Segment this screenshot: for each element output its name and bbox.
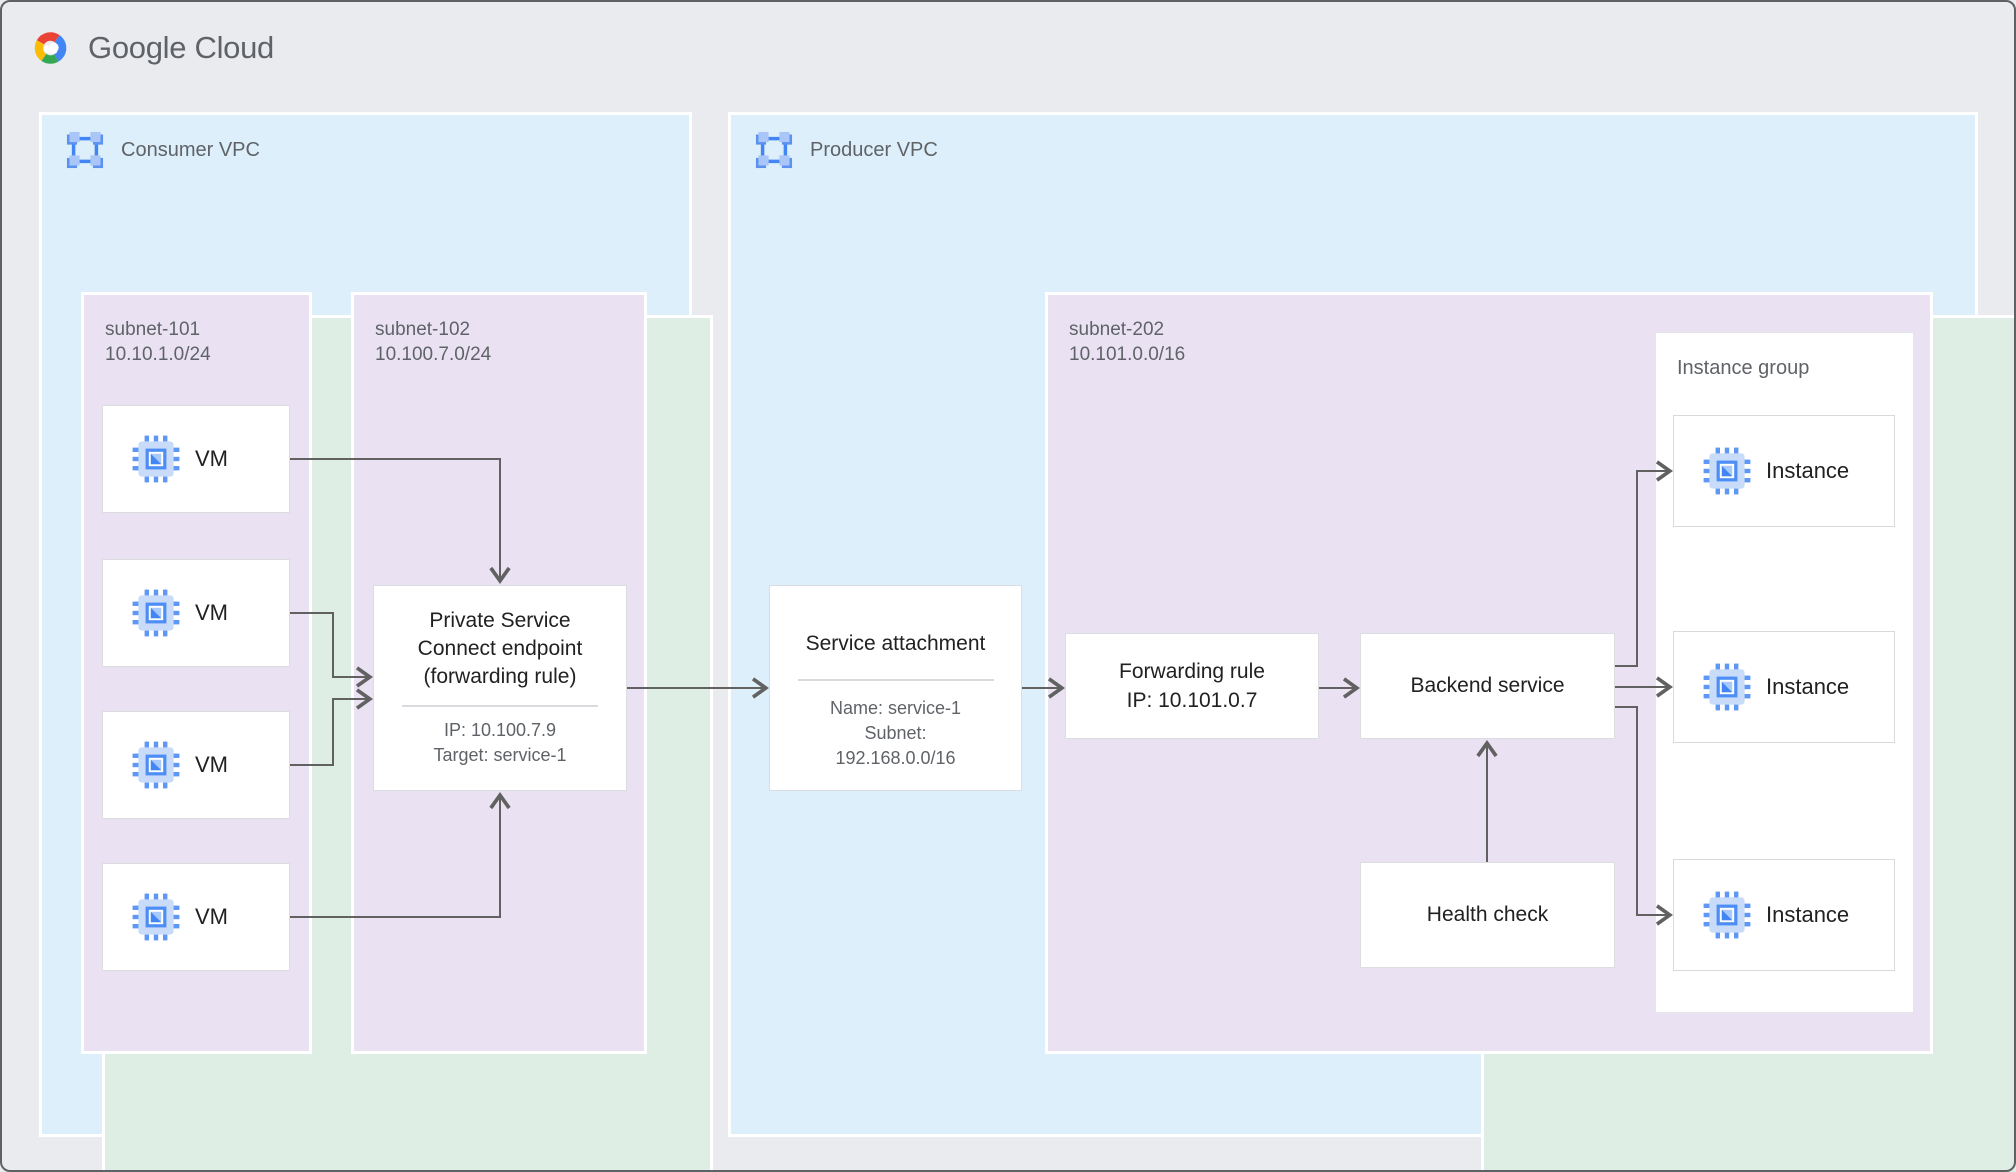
subnet-202-cidr: 10.101.0.0/16 [1069, 344, 1186, 365]
vm-label: VM [195, 752, 228, 777]
psc-endpoint-ip: IP: 10.100.7.9 [443, 720, 557, 740]
vm-label: VM [195, 446, 228, 471]
compute-engine-icon [1703, 663, 1751, 711]
vm-node-1: VM [102, 405, 290, 513]
instance-group-label: Instance group [1677, 357, 1810, 379]
forwarding-rule-title: Forwarding rule [1119, 660, 1265, 683]
subnet-101-name: subnet-101 [105, 319, 201, 340]
service-attachment-subnet-cidr: 192.168.0.0/16 [835, 748, 956, 768]
psc-endpoint-node: Private Service Connect endpoint (forwar… [373, 585, 627, 791]
instance-label: Instance [1766, 458, 1850, 483]
logo-text: Google Cloud [88, 30, 274, 65]
subnet-102-name: subnet-102 [375, 319, 471, 340]
google-cloud-logo: Google Cloud [27, 26, 274, 70]
instance-node-3: Instance [1673, 859, 1895, 971]
vpc-network-icon [755, 131, 793, 169]
backend-service-node: Backend service [1360, 633, 1615, 739]
compute-engine-icon [132, 435, 180, 483]
instance-label: Instance [1766, 674, 1850, 699]
compute-engine-icon [1703, 891, 1751, 939]
subnet-102-cidr: 10.100.7.0/24 [375, 344, 492, 365]
divider [402, 705, 598, 707]
compute-engine-icon [132, 589, 180, 637]
compute-engine-icon [1703, 447, 1751, 495]
psc-title-line: Connect endpoint [417, 637, 583, 660]
divider [797, 679, 994, 681]
consumer-vpc-header: Consumer VPC [66, 131, 260, 169]
vm-label: VM [195, 904, 228, 929]
producer-vpc-header: Producer VPC [755, 131, 938, 169]
vpc-network-icon [66, 131, 104, 169]
health-check-title: Health check [1426, 903, 1549, 926]
consumer-vpc-label: Consumer VPC [121, 138, 260, 161]
health-check-node: Health check [1360, 862, 1615, 968]
compute-engine-icon [132, 893, 180, 941]
psc-title-line: (forwarding rule) [423, 665, 577, 688]
service-attachment-title: Service attachment [805, 632, 986, 655]
psc-title-line: Private Service [429, 609, 571, 632]
subnet-202-name: subnet-202 [1069, 319, 1165, 340]
vm-label: VM [195, 600, 228, 625]
psc-endpoint-title: Private Service Connect endpoint (forwar… [374, 607, 626, 691]
google-cloud-logo-icon [34, 32, 67, 64]
compute-engine-icon [132, 741, 180, 789]
instance-label: Instance [1766, 902, 1850, 927]
service-attachment-name: Name: service-1 [829, 698, 962, 718]
psc-endpoint-target: Target: service-1 [433, 745, 567, 765]
instance-node-1: Instance [1673, 415, 1895, 527]
subnet-102-label: subnet-102 10.100.7.0/24 [375, 317, 491, 367]
forwarding-rule-node: Forwarding rule IP: 10.101.0.7 [1065, 633, 1319, 739]
vm-node-2: VM [102, 559, 290, 667]
subnet-202-label: subnet-202 10.101.0.0/16 [1069, 317, 1185, 367]
service-attachment-node: Service attachment Name: service-1 Subne… [769, 585, 1022, 791]
backend-service-title: Backend service [1410, 674, 1565, 697]
vm-node-4: VM [102, 863, 290, 971]
instance-node-2: Instance [1673, 631, 1895, 743]
subnet-101-cidr: 10.10.1.0/24 [105, 344, 211, 365]
producer-vpc-label: Producer VPC [810, 138, 938, 161]
forwarding-rule-ip: IP: 10.101.0.7 [1126, 689, 1258, 712]
service-attachment-subnet-label: Subnet: [864, 723, 927, 743]
vm-node-3: VM [102, 711, 290, 819]
subnet-101-label: subnet-101 10.10.1.0/24 [105, 317, 211, 367]
